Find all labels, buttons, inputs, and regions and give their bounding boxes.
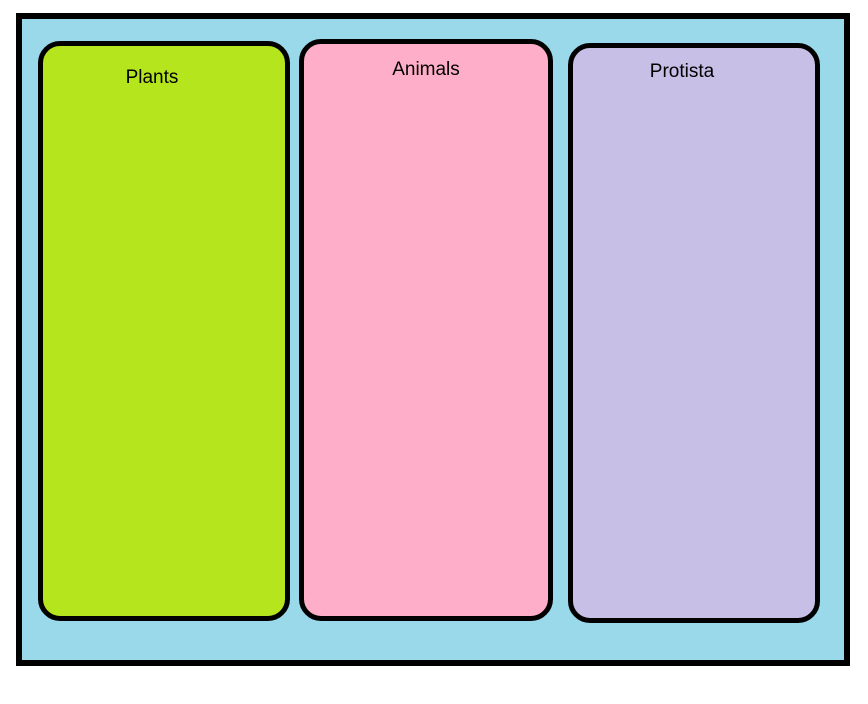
protista-column-label: Protista bbox=[649, 61, 715, 82]
kingdom-sorting-board: Plants Animals Protista bbox=[16, 13, 850, 666]
plants-column-label: Plants bbox=[125, 67, 179, 88]
plants-column: Plants bbox=[38, 41, 290, 621]
animals-column-label: Animals bbox=[392, 59, 460, 80]
protista-column: Protista bbox=[568, 43, 820, 623]
animals-column: Animals bbox=[299, 39, 553, 621]
